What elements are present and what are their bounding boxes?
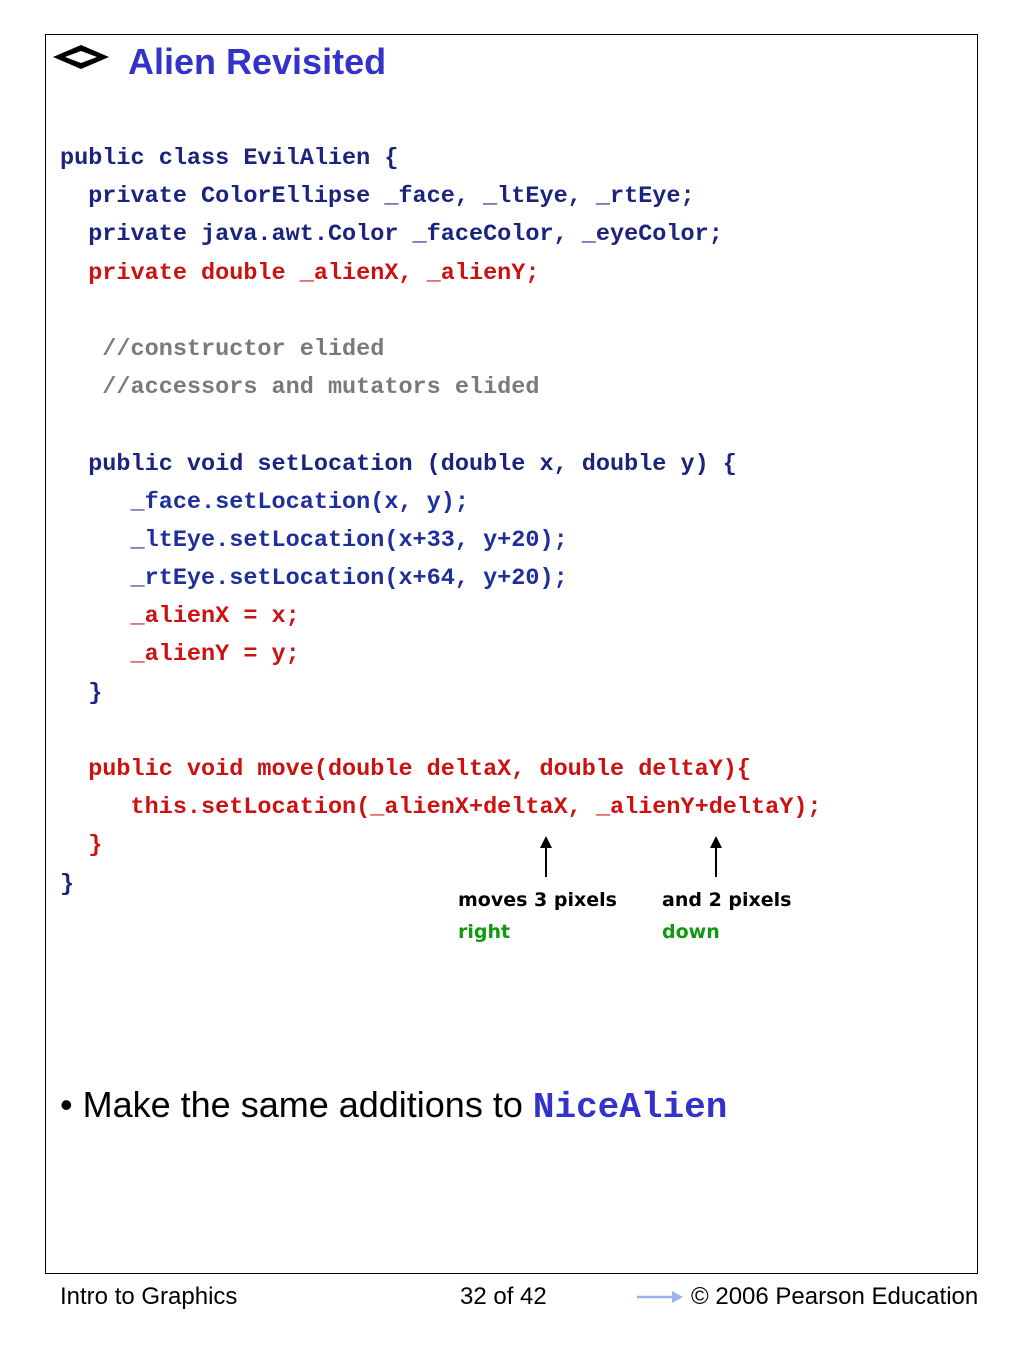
arrow-up-icon [710,836,722,877]
code-line: } [60,832,103,860]
code-line: } [60,870,75,898]
diamond-bullet-icon [53,45,109,69]
code-line: this.setLocation(_alienX+deltaX, _alienY… [60,794,822,822]
code-line [60,713,822,751]
code-line: public class EvilAlien { [60,145,399,172]
annotation-right: moves 3 pixels right [458,884,617,948]
code-line: public void move(double deltaX, double d… [60,756,752,783]
code-line: _alienX = x; [60,603,300,631]
annotation-direction: down [662,921,720,943]
code-line: private ColorEllipse _face, _ltEye, _rtE… [60,183,695,211]
slide-frame [45,34,978,1274]
code-line: _alienY = y; [60,641,300,669]
code-line: public void setLocation (double x, doubl… [60,450,737,478]
code-line: } [60,679,103,707]
arrow-right-icon [637,1291,683,1303]
slide-title: Alien Revisited [128,41,387,82]
annotation-down: and 2 pixels down [662,884,791,948]
footer-page-number: 32 of 42 [460,1283,547,1310]
footer-copyright: © 2006 Pearson Education [691,1283,979,1310]
annotation-text: moves 3 pixels [458,889,617,911]
annotation-direction: right [458,921,511,943]
code-line: _rtEye.setLocation(x+64, y+20); [60,565,568,593]
annotation-text: and 2 pixels [662,889,792,911]
code-line [60,407,822,445]
code-line [60,293,822,331]
arrow-up-icon [540,836,552,877]
code-line: private java.awt.Color _faceColor, _eyeC… [60,221,723,249]
bullet-text: Make the same additions to [82,1084,533,1125]
code-line: //accessors and mutators elided [60,374,540,402]
bullet-point: • Make the same additions to NiceAlien [60,1084,728,1128]
bullet-code: NiceAlien [532,1087,728,1128]
code-line: //constructor elided [60,335,385,363]
code-line: _ltEye.setLocation(x+33, y+20); [60,526,568,554]
footer-course: Intro to Graphics [60,1283,238,1310]
code-block: public class EvilAlien { private ColorEl… [60,140,822,904]
code-line: _face.setLocation(x, y); [60,488,469,516]
code-line: private double _alienX, _alienY; [60,259,540,287]
